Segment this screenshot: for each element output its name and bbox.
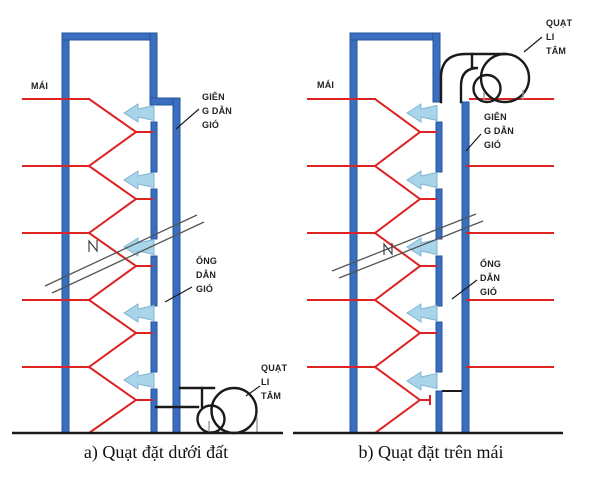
airflow-arrow — [123, 303, 155, 323]
centrifugal-fan-label-b-line2: LI — [546, 32, 555, 42]
centrifugal-fan-a — [154, 386, 258, 435]
air-duct-label-a: ỐNG DẪN GIÓ — [196, 254, 217, 296]
leader-lines-b — [451, 36, 543, 300]
diagram-b — [293, 32, 563, 435]
shaft-leader-a — [175, 108, 200, 130]
centrifugal-fan-label-b-line3: TÂM — [546, 46, 567, 56]
caption-a: a) Quạt đặt dưới đất — [83, 442, 229, 462]
caption-b: b) Quạt đặt trên mái — [358, 442, 504, 462]
airflow-arrow — [406, 371, 438, 391]
centrifugal-fan-label-a-line3: TÂM — [261, 391, 282, 401]
airflow-arrow — [123, 170, 155, 190]
leader-lines-a — [164, 108, 261, 397]
airflow-arrow — [406, 170, 438, 190]
air-duct-label-b-line2: DẪN — [480, 273, 501, 283]
centrifugal-fan-label-b: QUẠT LI TÂM — [546, 16, 572, 58]
roof-label-a: MÁI — [31, 81, 49, 91]
fan-supports-a — [208, 417, 258, 432]
airflow-arrow — [406, 103, 438, 123]
centrifugal-fan-label-a-line1: QUẠT — [261, 363, 288, 373]
break-lines-b — [331, 213, 484, 279]
duct-leader-a — [164, 286, 193, 303]
vent-slots-b — [435, 121, 443, 434]
roof-label-b: MÁI — [317, 80, 335, 90]
air-duct-label-a-line1: ỐNG — [196, 256, 218, 266]
diagram-a — [12, 32, 283, 435]
fan-supports-b — [483, 90, 524, 100]
air-shaft-label-a: GIÊN G DẪN GIÓ — [202, 90, 232, 132]
air-duct-label-a-line2: DẪN — [196, 270, 217, 280]
airflow-arrow — [123, 103, 155, 123]
air-shaft-label-b-line2: G DẪN — [484, 126, 514, 136]
duct-leader-b — [451, 279, 478, 300]
centrifugal-fan-label-a-line2: LI — [261, 377, 270, 387]
air-shaft-label-b-line3: GIÓ — [484, 140, 502, 150]
air-shaft-label-a-line3: GIÓ — [202, 120, 220, 130]
airflow-arrow — [123, 370, 155, 390]
fan-leader-b — [523, 36, 543, 53]
shaft-leader-b — [465, 133, 482, 152]
centrifugal-fan-label-a: QUẠT LI TÂM — [261, 361, 287, 403]
air-shaft-label-b: GIÊN G DẪN GIÓ — [484, 110, 514, 152]
break-lines-a — [44, 214, 205, 294]
airflow-arrow — [406, 303, 438, 323]
fan-leader-a — [245, 385, 261, 397]
floor-duct-lines-b — [307, 97, 554, 435]
right-floor-lines-b — [466, 98, 554, 368]
air-duct-label-b-line1: ỐNG — [480, 259, 502, 269]
floor-duct-lines-a — [22, 97, 153, 435]
centrifugal-fan-b — [439, 52, 531, 104]
centrifugal-fan-label-b-line1: QUẠT — [546, 18, 573, 28]
airflow-arrows-b — [406, 103, 438, 391]
air-duct-label-a-line3: GIÓ — [196, 284, 214, 294]
air-duct-label-b: ỐNG DẪN GIÓ — [480, 257, 501, 299]
vent-slots-a — [150, 121, 158, 434]
air-shaft-label-a-line2: G DẪN — [202, 106, 232, 116]
air-duct-label-b-line3: GIÓ — [480, 287, 498, 297]
air-shaft-label-b-line1: GIÊN — [484, 112, 507, 122]
air-shaft-label-a-line1: GIÊN — [202, 92, 225, 102]
